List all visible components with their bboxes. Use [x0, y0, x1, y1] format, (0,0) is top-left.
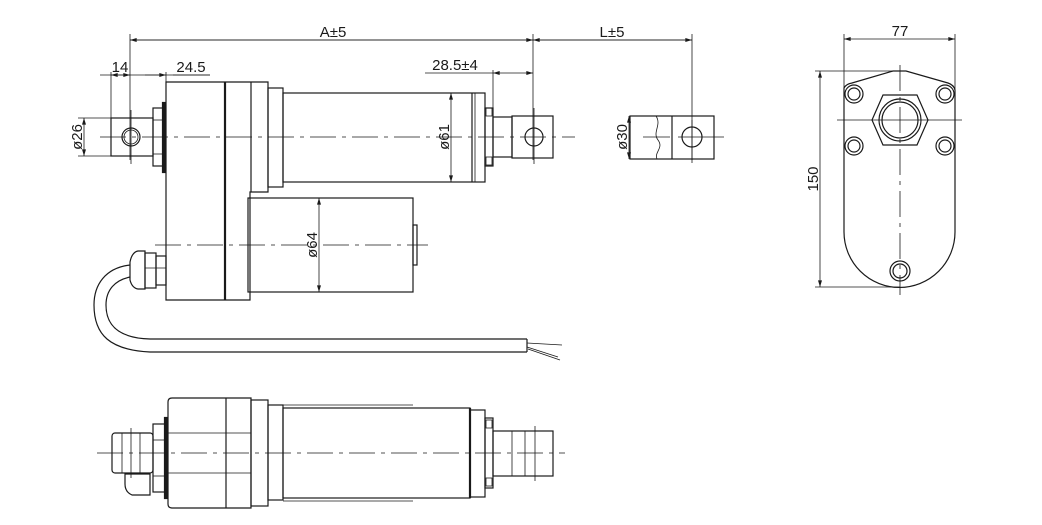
dim-a-label: A±5	[320, 24, 347, 41]
gearbox-housing	[165, 81, 269, 301]
dim-24-5-label: 24.5	[176, 59, 205, 76]
housing-bottom	[167, 397, 252, 509]
dim-150-label: 150	[805, 166, 822, 191]
dim-o30-label: ø30	[614, 124, 631, 150]
outer-tube	[282, 92, 486, 183]
end-view: 77 150	[805, 23, 962, 295]
cable-gland	[129, 250, 146, 290]
tube-collar	[267, 87, 284, 188]
rod-end-view: ø30	[614, 115, 724, 163]
dim-o64-label: ø64	[304, 232, 321, 258]
dim-14-label: 14	[112, 59, 129, 76]
mounting-plate	[843, 70, 956, 289]
dim-l-label: L±5	[600, 24, 625, 41]
rod-end-bottom	[492, 430, 554, 477]
bottom-view	[97, 397, 565, 509]
dim-28-5-label: 28.5±4	[432, 57, 478, 74]
side-view: A±5 L±5 14 24.5 28.5±4 ø26	[69, 24, 693, 361]
dim-77-label: 77	[892, 23, 909, 40]
cable	[93, 264, 527, 353]
mounting-holes	[844, 84, 955, 282]
dim-o26-label: ø26	[69, 124, 86, 150]
